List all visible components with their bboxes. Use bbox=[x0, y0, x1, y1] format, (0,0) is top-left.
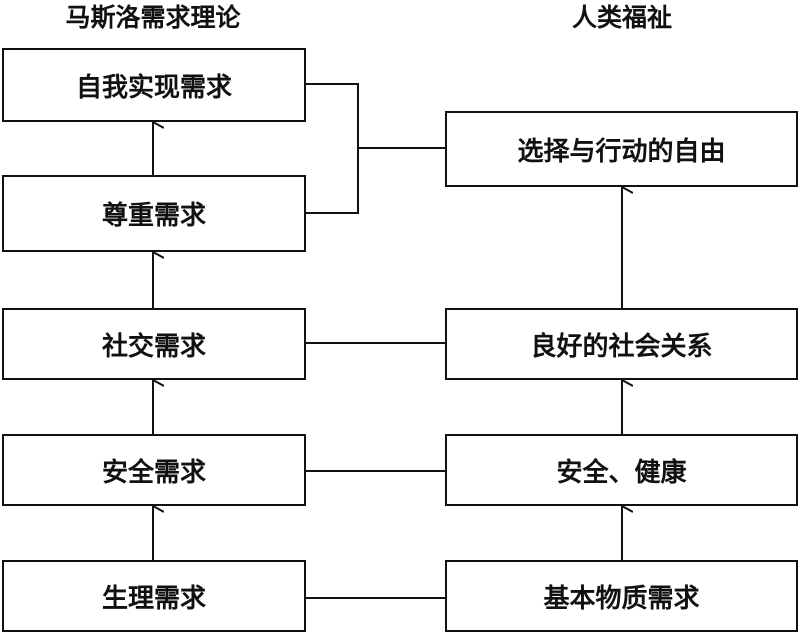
maslow-column-title: 马斯洛需求理论 bbox=[65, 3, 241, 32]
social-relations-box: 良好的社会关系 bbox=[445, 308, 798, 380]
esteem-label: 尊重需求 bbox=[101, 201, 206, 231]
basic-material-label: 基本物质需求 bbox=[543, 583, 700, 614]
security-health-box: 安全、健康 bbox=[445, 434, 798, 506]
wellbeing-column-title: 人类福祉 bbox=[571, 3, 672, 32]
self-actualization-label: 自我实现需求 bbox=[75, 72, 232, 103]
security-health-label: 安全、健康 bbox=[556, 457, 687, 488]
self-actualization-needs-box: 自我实现需求 bbox=[2, 48, 306, 122]
freedom-of-choice-box: 选择与行动的自由 bbox=[445, 111, 798, 187]
safety-needs-box: 安全需求 bbox=[2, 434, 306, 506]
esteem-needs-box: 尊重需求 bbox=[2, 175, 306, 252]
safety-label: 安全需求 bbox=[101, 457, 206, 488]
bracket-upper-needs-freedom bbox=[306, 83, 445, 214]
physiological-needs-box: 生理需求 bbox=[2, 560, 306, 632]
freedom-label: 选择与行动的自由 bbox=[517, 136, 726, 167]
social-label: 社交需求 bbox=[101, 331, 206, 362]
physiological-label: 生理需求 bbox=[101, 583, 206, 614]
basic-material-needs-box: 基本物质需求 bbox=[445, 560, 798, 632]
social-relations-label: 良好的社会关系 bbox=[530, 331, 713, 362]
social-needs-box: 社交需求 bbox=[2, 308, 306, 380]
